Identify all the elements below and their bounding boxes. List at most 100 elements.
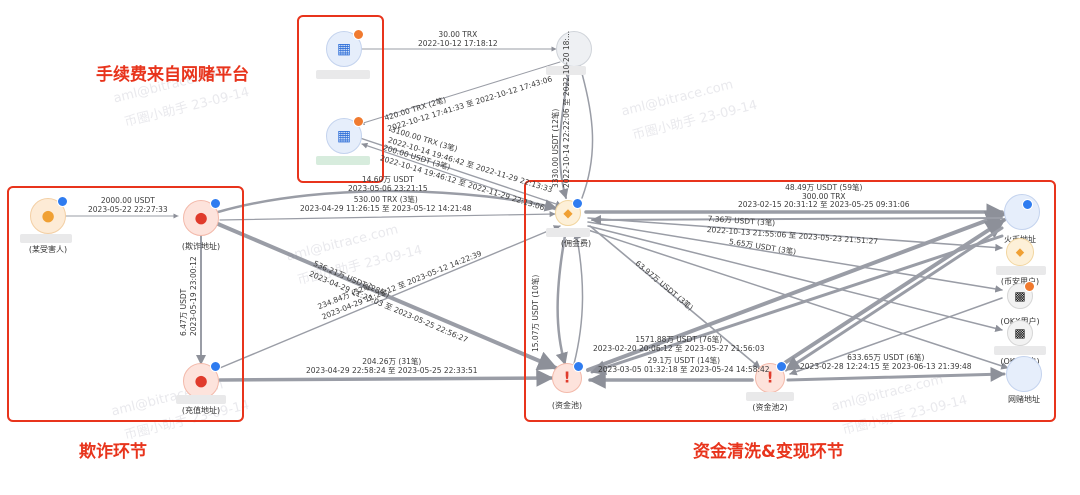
alert-icon: ! [563, 368, 571, 387]
tag-badge-icon [776, 361, 787, 372]
edge-e7 [216, 189, 558, 214]
edge-amount: 14.60万 USDT [361, 175, 414, 184]
edge-e21 [555, 228, 568, 366]
okx-user-node-1[interactable]: ▩ [1007, 281, 1035, 309]
edge-amount: 2000.00 USDT [100, 196, 155, 205]
gambling-platform-node-2[interactable]: ▦ [326, 116, 364, 154]
fund-pool-2-label: (资金池2) [752, 403, 788, 412]
edge-time: 2023-02-28 12:24:15 至 2023-06-13 21:39:4… [800, 361, 972, 371]
edge-amount: 300.00 TRX [802, 191, 846, 201]
gambling-platform-node-1[interactable]: ▦ [326, 29, 364, 67]
binance-user-node[interactable]: ◆ [1006, 238, 1034, 266]
tag-badge-icon [573, 361, 584, 372]
tag-badge-icon [57, 196, 68, 207]
edge-e12-label: 204.26万 (31笔) 2023-04-29 22:58:24 至 2023… [306, 357, 478, 375]
edge-time: 2023-02-20 20:06:12 至 2023-05-27 21:56:0… [593, 343, 765, 353]
edge-e15 [587, 217, 1003, 252]
edge-amount: 48.49万 USDT (59笔) [785, 183, 863, 192]
person-icon: ● [41, 206, 55, 225]
edge-e11 [216, 222, 558, 371]
tag-badge-icon [353, 116, 364, 127]
masked-address [546, 66, 586, 75]
edge-e20 [589, 225, 761, 369]
edge-e16b [587, 225, 1003, 332]
tag-badge-icon [210, 198, 221, 209]
coin-icon: ◆ [563, 206, 573, 220]
victim-node[interactable]: ● [30, 196, 68, 234]
edge-e13-label: 48.49万 USDT (59笔) 300.00 TRX 2023-02-15 … [738, 183, 910, 210]
tag-badge-icon [1024, 281, 1035, 292]
bank-icon: ▦ [336, 39, 352, 58]
edge-e1-label: 30.00 TRX 2022-10-12 17:18:12 [418, 30, 498, 48]
masked-address [546, 228, 590, 237]
edge-e21-label: 15.07万 USDT (10笔) [530, 275, 541, 352]
laundering-section-title: 资金清洗&变现环节 [693, 442, 844, 462]
edge-e18-label: 29.1万 USDT (14笔) 2023-03-05 01:32:18 至 2… [598, 356, 770, 374]
masked-address [316, 156, 370, 165]
okx-logo-icon: ▩ [1014, 289, 1026, 303]
fee-section-title: 手续费来自网赌平台 [96, 65, 249, 85]
binance-user-label: (币安用户) [1000, 277, 1040, 286]
masked-address [20, 234, 72, 243]
okx-user-node-2[interactable]: ▩ [1007, 320, 1033, 346]
edge-time: 2023-05-06 23:21:15 [348, 183, 428, 193]
masked-address [746, 392, 794, 401]
edge-e8-label: 530.00 TRX (3笔) 2023-04-29 11:26:15 至 20… [300, 195, 472, 213]
fund-pool-node[interactable]: ! [552, 361, 584, 393]
edge-e5b [578, 65, 594, 199]
hacker-icon: ● [194, 208, 208, 227]
recharge-address-node[interactable]: ● [183, 361, 221, 399]
coin-icon: ◆ [1015, 245, 1025, 259]
masked-address [176, 395, 226, 404]
edge-time: 2023-04-29 22:58:24 至 2023-05-25 22:33:5… [306, 365, 478, 375]
tag-badge-icon [210, 361, 221, 372]
fee-collector-node[interactable] [556, 31, 592, 67]
edge-e21b [573, 231, 584, 365]
laundering-frame [524, 180, 1056, 422]
recharge-address-label: (充值地址) [181, 406, 221, 415]
edge-amount: 530.00 TRX (3笔) [353, 195, 418, 204]
edge-e5 [558, 65, 571, 199]
edge-e19 [786, 366, 1006, 382]
edge-e19c [784, 226, 1004, 372]
masked-address [996, 266, 1046, 275]
edge-e17-label: 1571.88万 USDT (76笔) 2023-02-20 20:06:12 … [593, 335, 765, 353]
edge-time: 2022-10-14 22:22:06 至 2022-10-20 18:... [562, 30, 571, 188]
edge-time: 2023-05-22 22:27:33 [88, 204, 168, 214]
edge-e9-label: 6.47万 USDT 2023-05-19 23:00:12 [178, 256, 198, 336]
edge-time: 2023-04-29 11:26:15 至 2023-05-12 14:21:4… [300, 203, 472, 213]
bank-icon: ▦ [336, 126, 352, 145]
edge-e19e [591, 214, 1003, 225]
edge-e8 [219, 211, 556, 221]
fraud-address-node[interactable]: ● [183, 198, 221, 236]
edge-e19-label: 633.65万 USDT (6笔) 2023-02-28 12:24:15 至 … [800, 353, 972, 371]
edge-amount: 204.26万 (31笔) [362, 357, 422, 366]
fund-pool-label: (资金池) [551, 401, 583, 410]
edge-time: 2023-03-05 01:32:18 至 2023-05-24 14:58:4… [598, 364, 770, 374]
masked-address [994, 346, 1046, 355]
okx-logo-icon: ▩ [1014, 326, 1026, 340]
edge-amount: 15.07万 USDT (10笔) [531, 274, 540, 352]
edge-amount: 30.00 TRX [438, 30, 478, 39]
edge-e4 [361, 142, 563, 213]
edge-e19b [778, 218, 1006, 368]
edge-e19d [590, 234, 1004, 375]
edge-e19f [789, 297, 1003, 376]
tag-badge-icon [353, 29, 364, 40]
edge-e12 [218, 369, 554, 387]
edge-e5-label: 3330.00 USDT (12笔) 2022-10-14 22:22:06 至… [550, 31, 572, 188]
fraud-section-title: 欺诈环节 [79, 442, 147, 462]
gambling-address-node[interactable] [1006, 356, 1042, 392]
fire-address-node[interactable] [1004, 194, 1040, 230]
edge-amount: 1571.88万 USDT (76笔) [635, 335, 723, 344]
fund-pool-2-node[interactable]: ! [755, 361, 787, 393]
edge-amount: 6.47万 USDT [179, 288, 188, 336]
fee-platform-frame [297, 15, 384, 183]
edge-time: 2023-02-15 20:31:12 至 2023-05-25 09:31:0… [738, 200, 910, 210]
hacker-icon: ● [194, 371, 208, 390]
fraud-address-label: (欺诈地址) [181, 242, 221, 251]
edge-e6-label: 2000.00 USDT 2023-05-22 22:27:33 [88, 196, 168, 214]
commission-node[interactable]: ◆ [555, 198, 583, 226]
tag-badge-icon [1022, 199, 1033, 210]
